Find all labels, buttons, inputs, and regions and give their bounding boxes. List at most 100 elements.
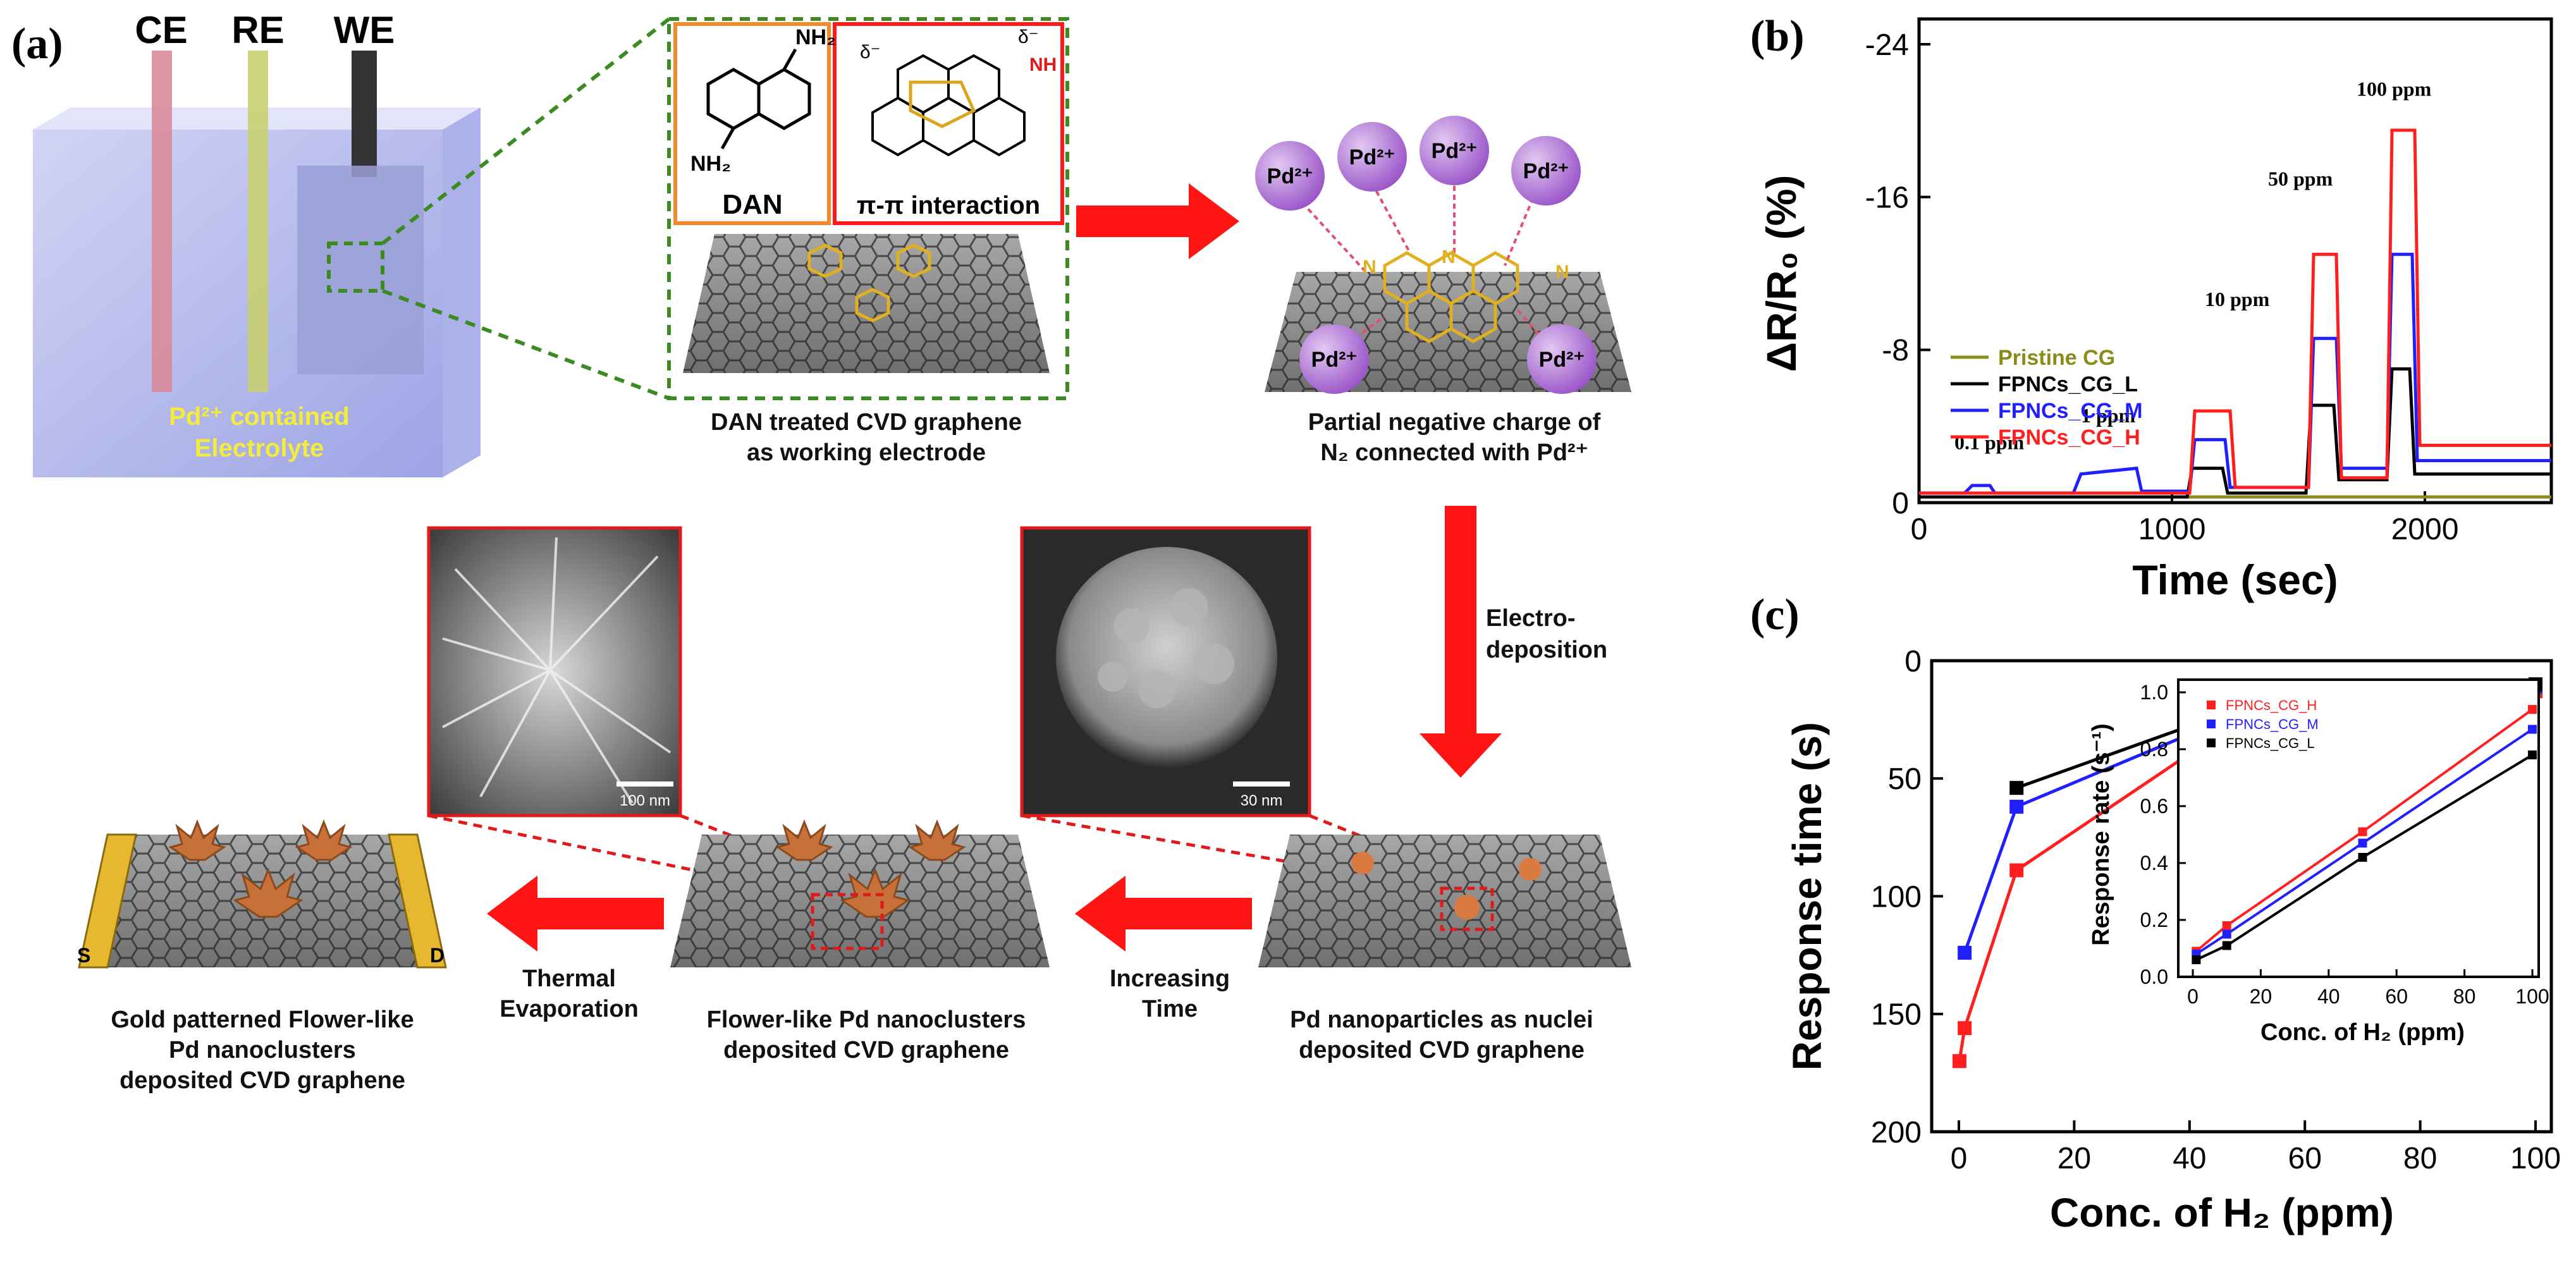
graphene-with-nuclei [1258, 835, 1631, 967]
delta-left: δ⁻ [860, 42, 881, 63]
arrow-time-line2: Time [1142, 996, 1198, 1022]
x-tick-label: 100 [2510, 1142, 2561, 1175]
series-line-FPNCs_CG_L [1919, 367, 2551, 499]
x-tick-label: 0 [1911, 513, 1928, 546]
x-tick-label: 80 [2403, 1142, 2437, 1175]
y-tick-label: -8 [1882, 334, 1909, 367]
arrow-electro-line2: deposition [1486, 637, 1607, 663]
data-point-FPNCs_CG_M [2222, 929, 2231, 939]
inset-frame [2177, 678, 2540, 978]
y-tick-label: 0 [1892, 487, 1909, 520]
y-tick-label: 100 [1871, 880, 1922, 914]
y-tick-label: -24 [1865, 28, 1909, 62]
step5-caption-line2: Pd nanoclusters [169, 1037, 356, 1063]
step1-caption-line1: DAN treated CVD graphene [711, 409, 1022, 436]
step3-caption-line2: deposited CVD graphene [1299, 1037, 1585, 1063]
electrolyte-label-line1: Pd²⁺ contained [169, 403, 350, 431]
step4-caption-line2: deposited CVD graphene [723, 1037, 1009, 1063]
panel-c-label: (c) [1750, 591, 1800, 639]
y-tick-label: 0.0 [2140, 965, 2168, 988]
data-point-FPNCs_CG_M [2528, 725, 2537, 734]
nh-label: NH [1029, 54, 1057, 75]
sem-left-scale: 100 nm [620, 792, 670, 809]
data-point-FPNCs_CG_H [1958, 1021, 1972, 1036]
pd-ion-2 [1337, 122, 1407, 192]
source-electrode [78, 833, 137, 969]
dan-molecule-icon [706, 48, 811, 150]
concentration-annotation: 1 ppm [2081, 404, 2136, 427]
series-line-FPNCs_CG_H [1919, 128, 2551, 495]
x-tick-label: 20 [2250, 985, 2272, 1008]
y-axis-label: Response time (s) [1784, 722, 1830, 1070]
sem-image-nucleus: 30 nm [1020, 526, 1311, 818]
concentration-annotation: 100 ppm [2357, 78, 2432, 101]
chart-b-frame [1917, 17, 2553, 505]
y-tick-label: 200 [1871, 1116, 1922, 1149]
pi-interaction-label: π-π interaction [857, 192, 1040, 219]
concentration-annotation: 0.1 ppm [1954, 431, 2025, 453]
inset-legend-label-FPNCs_CG_H: FPNCs_CG_H [2226, 697, 2317, 713]
legend-label-FPNCs_CG_L: FPNCs_CG_L [1998, 372, 2138, 396]
panel-a: (a) CE RE WE Pd²⁺ contained Electrolyte [11, 9, 1631, 1094]
n-label-1: N [1363, 257, 1377, 278]
y-tick-label: 50 [1888, 763, 1922, 796]
x-tick-label: 60 [2288, 1142, 2322, 1175]
zoom-guide-top [381, 17, 670, 245]
data-point-FPNCs_CG_H [2009, 863, 2024, 878]
x-tick-label: 20 [2058, 1142, 2091, 1175]
series-line-FPNCs_CG_L [2195, 754, 2534, 961]
y-tick-label: 0.2 [2140, 909, 2168, 931]
working-electrode-lead [352, 51, 377, 177]
data-point-FPNCs_CG_L [2222, 941, 2231, 950]
graphene-with-flowers [670, 819, 1050, 967]
series-line-FPNCs_CG_H [2195, 708, 2534, 953]
step4-caption-line1: Flower-like Pd nanoclusters [707, 1007, 1026, 1033]
y-tick-label: 0.6 [2140, 795, 2168, 818]
pd-ion-label-6: Pd²⁺ [1539, 348, 1585, 372]
electrochemical-cell: CE RE WE Pd²⁺ contained Electrolyte [33, 9, 481, 477]
dan-name: DAN [722, 189, 782, 220]
dan-dashed-frame [667, 17, 1069, 400]
pd-ion-label-4: Pd²⁺ [1523, 159, 1569, 183]
n-label-2: N [1442, 247, 1456, 267]
arrow-electrodeposition [1420, 506, 1502, 778]
step1-caption-line2: as working electrode [747, 439, 986, 466]
data-point-FPNCs_CG_M [2358, 838, 2367, 848]
data-point-FPNCs_CG_L [2358, 853, 2367, 862]
dan-molecule-frame [673, 22, 831, 225]
step2-caption-line2: N₂ connected with Pd²⁺ [1320, 439, 1588, 466]
pd-ion-label-2: Pd²⁺ [1349, 145, 1395, 169]
x-tick-label: 1000 [2138, 513, 2206, 546]
x-tick-label: 0 [1951, 1142, 1968, 1175]
y-tick-label: 1.0 [2140, 681, 2168, 704]
pi-stack-icon [871, 54, 1026, 157]
zoom-box [327, 242, 384, 293]
pd-binding-graphene: Pd²⁺ Pd²⁺ Pd²⁺ Pd²⁺ Pd²⁺ Pd²⁺ N N N [1255, 116, 1631, 394]
arrow-thermal-line2: Evaporation [500, 996, 639, 1022]
y-tick-label: -16 [1865, 181, 1909, 214]
arrow-thermal-evaporation [487, 876, 664, 952]
data-point-FPNCs_CG_M [1958, 945, 1972, 960]
pd-ion-1 [1255, 141, 1325, 211]
inset-legend-swatch-FPNCs_CG_H [2207, 701, 2216, 709]
x-axis-label: Time (sec) [2132, 556, 2338, 603]
inset-legend-swatch-FPNCs_CG_L [2207, 738, 2216, 747]
dan-on-graphene [807, 243, 931, 322]
arrow-electro-line1: Electro- [1486, 605, 1575, 632]
y-tick-label: 150 [1871, 998, 1922, 1032]
x-tick-label: 0 [2187, 985, 2199, 1008]
pd-ion-label-3: Pd²⁺ [1432, 139, 1478, 163]
sem-image-flower: 100 nm [427, 526, 682, 818]
concentration-annotation: 10 ppm [2205, 288, 2270, 310]
electrolyte-label-line2: Electrolyte [195, 434, 324, 462]
step2-caption-line1: Partial negative charge of [1308, 409, 1601, 436]
pd-ion-label-5: Pd²⁺ [1311, 348, 1358, 372]
x-tick-label: 40 [2317, 985, 2340, 1008]
step5-caption-line1: Gold patterned Flower-like [111, 1007, 414, 1033]
dan-graphene-box: NH₂ NH₂ DAN δ⁻ δ⁻ NH π-π interaction [667, 17, 1069, 400]
